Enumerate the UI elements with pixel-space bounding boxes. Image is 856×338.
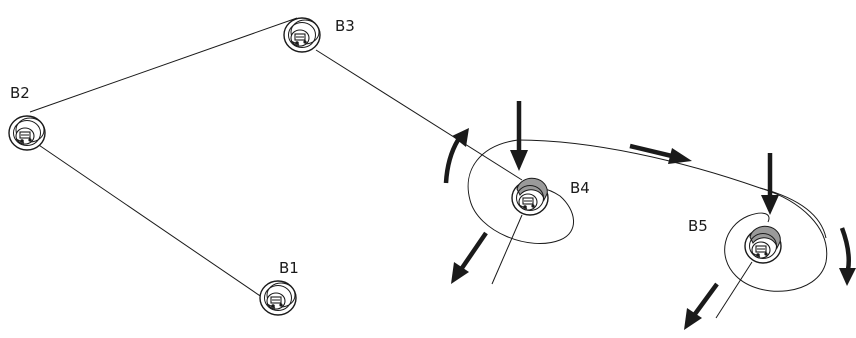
down-arrow-b4: [510, 101, 528, 171]
label-b3: B3: [335, 17, 355, 35]
rotation-orbits: [467, 139, 828, 319]
down-arrow-b5: [761, 153, 779, 215]
label-b1: B1: [279, 259, 299, 277]
label-b2: B2: [10, 84, 30, 102]
right-arrow: [629, 143, 692, 164]
pulley-b1: [259, 280, 297, 316]
diagonal-arrow-b5: [684, 282, 719, 330]
orbit-b5: [724, 187, 828, 292]
orbit-b4: [467, 139, 574, 244]
label-b4: B4: [570, 179, 590, 197]
label-b5: B5: [688, 217, 708, 235]
tail-b5: [715, 261, 753, 319]
tail-b4: [491, 214, 523, 285]
motion-arrows: [443, 101, 856, 330]
rotate-arrow-b4: [443, 128, 469, 184]
pulley-b5: [744, 225, 782, 264]
rope-b1-b2: [29, 138, 273, 305]
pulley-b2: [8, 115, 46, 151]
rope-b4-loop: [517, 139, 761, 189]
diagonal-arrow-b4: [451, 231, 488, 284]
rope-b2-b3: [29, 17, 298, 113]
rotate-arrow-b5: [839, 227, 856, 286]
pulley-b3: [283, 17, 321, 53]
rope: [29, 17, 827, 305]
rope-b3-b4: [315, 49, 523, 181]
pulley-b4: [511, 177, 549, 216]
